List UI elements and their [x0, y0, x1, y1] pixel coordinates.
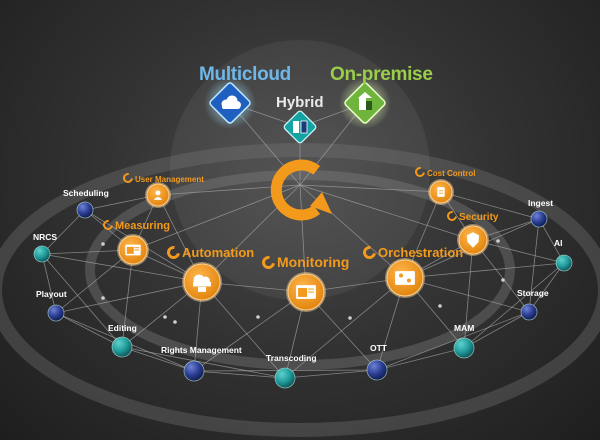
hybrid-diamond: [283, 110, 317, 144]
ring-node-transcoding: [274, 367, 296, 389]
ring-node-playout: [47, 304, 65, 322]
ring-node-ingest: [530, 210, 548, 228]
ring-node-mam: [453, 337, 475, 359]
ring-node-storage: [520, 303, 538, 321]
ring-label-ai: AI: [554, 238, 563, 248]
user-icon: [153, 190, 163, 200]
feature-node-measuring: [117, 234, 149, 266]
feature-label-automation: Automation: [164, 243, 254, 262]
feature-node-user-management: [145, 182, 171, 208]
cloud-icon: [221, 95, 241, 109]
ring-label-nrcs: NRCS: [33, 232, 58, 242]
feature-label-user-management: User Management: [121, 171, 204, 185]
ring-label-playout: Playout: [36, 289, 67, 299]
feature-label-measuring: Measuring: [101, 218, 170, 232]
feature-glyph-icon: [445, 209, 459, 223]
ring-node-rights-management: [183, 360, 205, 382]
ring-node-ai: [555, 254, 573, 272]
feature-node-cost-control: [428, 179, 454, 205]
orchestration-icon: [395, 271, 415, 285]
automation-icon: [193, 274, 211, 292]
ring-label-scheduling: Scheduling: [63, 188, 109, 198]
multicloud-diamond: [204, 77, 256, 129]
feature-glyph-icon: [360, 243, 379, 262]
measuring-icon: [125, 244, 141, 256]
feature-label-orchestration: Orchestration: [360, 243, 463, 262]
building-icon: [358, 92, 372, 110]
ring-node-editing: [111, 336, 133, 358]
shield-icon: [466, 232, 480, 248]
ring-label-storage: Storage: [517, 288, 549, 298]
feature-glyph-icon: [164, 243, 183, 262]
ring-label-editing: Editing: [108, 323, 137, 333]
document-icon: [437, 187, 445, 197]
ring-node-ott: [366, 359, 388, 381]
feature-glyph-icon: [259, 253, 278, 272]
onpremise-diamond: [339, 77, 391, 129]
hybrid-icon: [293, 120, 308, 134]
ring-node-nrcs: [33, 245, 51, 263]
hybrid-label: Hybrid: [276, 94, 324, 111]
ring-label-mam: MAM: [454, 323, 475, 333]
feature-node-monitoring: [286, 272, 326, 312]
monitoring-icon: [296, 285, 316, 299]
feature-node-automation: [182, 262, 222, 302]
feature-glyph-icon: [121, 171, 135, 185]
feature-node-orchestration: [385, 258, 425, 298]
feature-glyph-icon: [101, 218, 115, 232]
ring-label-ingest: Ingest: [528, 198, 554, 208]
multicloud-label: Multicloud: [199, 64, 291, 85]
ring-label-rights-management: Rights Management: [161, 345, 242, 355]
feature-label-cost-control: Cost Control: [413, 165, 475, 179]
feature-label-security: Security: [445, 209, 498, 223]
feature-glyph-icon: [413, 165, 427, 179]
junction-dots: [101, 239, 505, 324]
feature-label-monitoring: Monitoring: [259, 253, 349, 272]
ring-node-scheduling: [76, 201, 94, 219]
feature-node-security: [457, 224, 489, 256]
central-logo: [270, 159, 332, 221]
ring-label-transcoding: Transcoding: [266, 353, 317, 363]
ring-label-ott: OTT: [370, 343, 387, 353]
onpremise-label: On-premise: [330, 64, 433, 85]
